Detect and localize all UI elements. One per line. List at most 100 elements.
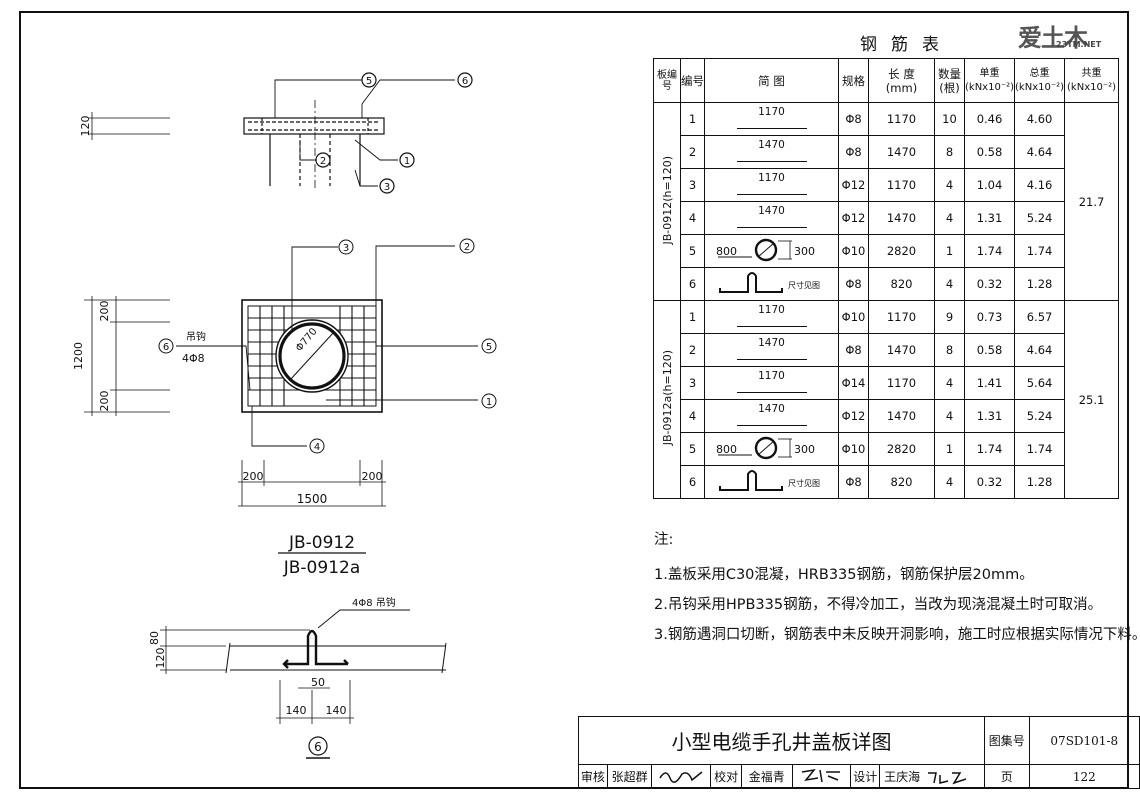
- bar-length-label: 1470: [758, 139, 785, 151]
- rebar-count: 4: [934, 201, 965, 235]
- sketch-hook: 尺寸见图: [704, 465, 839, 499]
- callout-1: 1: [404, 156, 410, 167]
- hook-bar-icon: 尺寸见图: [718, 271, 820, 293]
- rebar-total-weight: 5.24: [1014, 399, 1066, 433]
- rebar-total-weight: 1.74: [1014, 432, 1066, 466]
- detail-dim-50: 50: [311, 676, 325, 689]
- rebar-spec: Φ8: [838, 465, 869, 499]
- header-unit-weight-unit: (kNx10⁻²): [965, 81, 1015, 93]
- straight-bar-icon: [736, 128, 807, 129]
- rebar-unit-weight: 1.74: [963, 432, 1016, 466]
- hook-spec: 4Φ8: [182, 352, 205, 365]
- header-unit-weight-label: 单重: [979, 67, 1000, 79]
- header-sketch: 简 图: [704, 58, 839, 103]
- plan-dim-200-left: 200: [243, 470, 264, 483]
- design-label: 设计: [850, 764, 881, 789]
- page-label: 页: [984, 764, 1030, 789]
- header-count-label: 数量: [938, 66, 961, 81]
- rebar-no: 4: [680, 399, 705, 433]
- rebar-length: 1470: [868, 399, 935, 433]
- callout-5: 5: [366, 76, 372, 87]
- plan-dim-200-top: 200: [98, 301, 111, 322]
- callout-3: 3: [384, 182, 390, 193]
- rebar-length: 2820: [868, 432, 935, 466]
- rebar-no: 1: [680, 102, 705, 136]
- detail-dim-80: 80: [148, 631, 161, 645]
- rebar-unit-weight: 0.58: [963, 333, 1016, 367]
- hook-detail: [160, 609, 447, 759]
- rebar-length: 1170: [868, 102, 935, 136]
- slab-outline: [241, 299, 383, 413]
- rebar-unit-weight: 0.46: [963, 102, 1016, 136]
- rebar-count: 1: [934, 432, 965, 466]
- board-id: JB-0912(h=120): [660, 155, 674, 245]
- rebar-total-weight: 4.16: [1014, 168, 1066, 202]
- site-logo: 爱土木 23TM.NET: [1018, 18, 1128, 52]
- board-id: JB-0912a(h=120): [660, 350, 674, 446]
- sum-weight: 21.7: [1064, 102, 1120, 301]
- rebar-no: 2: [680, 135, 705, 169]
- design-cell: 王庆海: [879, 764, 985, 789]
- ring-dim-800: 800: [716, 245, 737, 258]
- signature-1: [659, 771, 703, 783]
- rebar-no: 6: [680, 465, 705, 499]
- rebar-total-weight: 1.28: [1014, 465, 1066, 499]
- rebar-total-weight: 6.57: [1014, 300, 1066, 334]
- ring-dim-300: 300: [794, 245, 815, 258]
- rebar-no: 2: [680, 333, 705, 367]
- bar-length-label: 1170: [758, 370, 785, 382]
- rebar-count: 4: [934, 399, 965, 433]
- straight-bar-icon: [736, 161, 807, 162]
- rebar-unit-weight: 1.74: [963, 234, 1016, 268]
- bar-length-label: 1170: [758, 172, 785, 184]
- rebar-count: 8: [934, 333, 965, 367]
- table-header-row: 板编号 编号 简 图 规格 长 度(mm) 数量(根) 单重(kNx10⁻²) …: [653, 58, 1120, 103]
- header-length: 长 度(mm): [868, 58, 935, 103]
- plan-callout-3: 3: [343, 243, 349, 254]
- board-id-cell: JB-0912(h=120): [653, 102, 681, 301]
- rebar-total-weight: 1.28: [1014, 267, 1066, 301]
- rebar-no: 6: [680, 267, 705, 301]
- rebar-length: 1470: [868, 135, 935, 169]
- section-dim-120: 120: [79, 116, 92, 137]
- rebar-count: 8: [934, 135, 965, 169]
- plan-dim-200-bottom: 200: [98, 391, 111, 412]
- plan-callout-4: 4: [314, 442, 320, 453]
- sheet-frame: [19, 11, 1129, 789]
- plan-dim-1200: 1200: [72, 342, 85, 370]
- rebar-length: 1470: [868, 333, 935, 367]
- rebar-count: 4: [934, 267, 965, 301]
- rebar-unit-weight: 0.32: [963, 267, 1016, 301]
- rebar-spec: Φ10: [838, 234, 869, 268]
- ring-dim-300: 300: [794, 443, 815, 456]
- plan-title-2: JB-0912a: [283, 558, 361, 578]
- check-signature: [791, 764, 852, 789]
- plan-callout-5: 5: [486, 342, 492, 353]
- detail-dim-140-left: 140: [286, 704, 307, 717]
- rebar-total-weight: 4.64: [1014, 135, 1066, 169]
- header-count: 数量(根): [934, 58, 965, 103]
- design-name: 王庆海: [884, 769, 921, 784]
- header-sum-weight-label: 共重: [1081, 67, 1102, 79]
- rebar-spec: Φ10: [838, 432, 869, 466]
- rebar-unit-weight: 1.04: [963, 168, 1016, 202]
- sketch-ring: 800 300: [704, 234, 839, 268]
- sum-weight: 25.1: [1064, 300, 1120, 499]
- straight-bar-icon: [736, 194, 807, 195]
- sketch-straight: 1170: [704, 168, 839, 202]
- rebar-count: 1: [934, 234, 965, 268]
- sketch-straight: 1470: [704, 399, 839, 433]
- notes: 注: 1.盖板采用C30混凝，HRB335钢筋，钢筋保护层20mm。 2.吊钩采…: [654, 528, 1140, 653]
- detail-dim-120: 120: [154, 648, 167, 669]
- rebar-spec: Φ8: [838, 333, 869, 367]
